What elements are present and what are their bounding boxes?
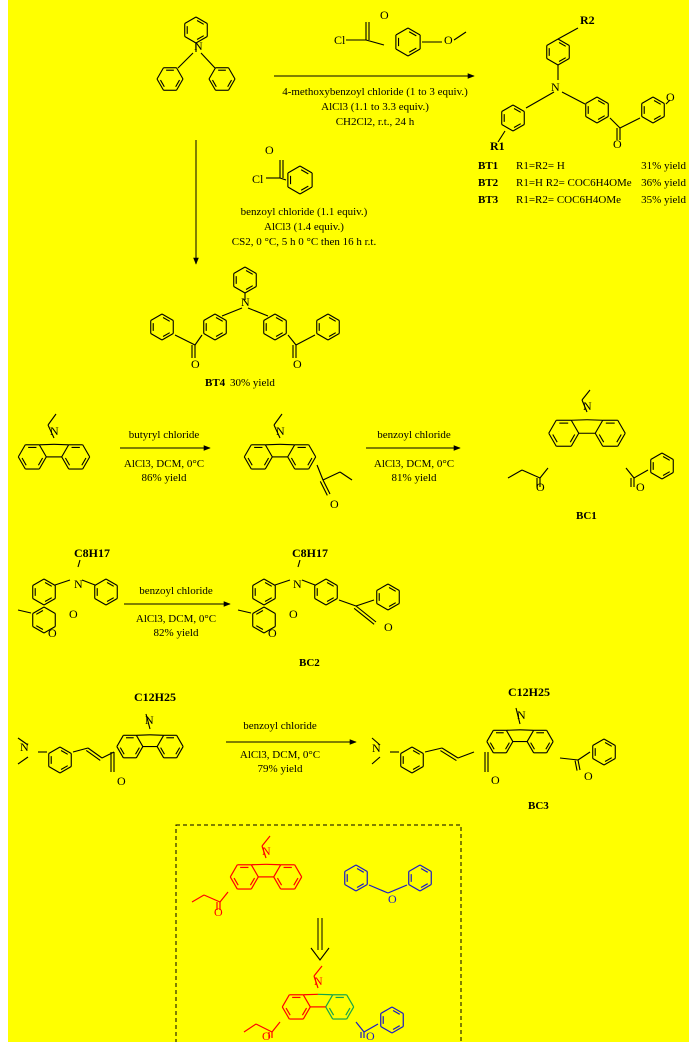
scheme3-step1-conditions: AlCl3, DCM, 0°C bbox=[124, 458, 204, 470]
scheme3-step2-reagent: benzoyl chloride bbox=[377, 429, 451, 441]
triphenylamine-reactant: N bbox=[156, 16, 236, 91]
atom-C8H17-reactant: C8H17 bbox=[74, 546, 110, 560]
scheme1-reagent-line2: AlCl3 (1.1 to 3.3 equiv.) bbox=[321, 101, 429, 113]
atom-N-bt4: N bbox=[241, 295, 250, 309]
BC1-label: BC1 bbox=[576, 510, 597, 522]
scheme2-reagent-line3: CS2, 0 °C, 5 h 0 °C then 16 h r.t. bbox=[232, 236, 377, 248]
atom-N-bc1: N bbox=[583, 399, 592, 413]
atom-O-ring-cc: O bbox=[69, 607, 78, 621]
BC1-product-structure: N O O bbox=[507, 389, 674, 494]
BT-product-structure: R2 N R1 O O bbox=[490, 13, 675, 153]
scheme4-yield: 82% yield bbox=[154, 627, 199, 639]
atom-N-bc3: N bbox=[517, 708, 526, 722]
atom-O-red: O bbox=[214, 905, 223, 919]
atom-O-bzc: O bbox=[265, 143, 274, 157]
scheme5-conditions: AlCl3, DCM, 0°C bbox=[240, 749, 320, 761]
atom-N-dimethyl: N bbox=[20, 740, 29, 754]
BT1-substituents: R1=R2= H bbox=[516, 160, 565, 172]
atom-O-bt4-left: O bbox=[191, 357, 200, 371]
atom-N-dimethyl-bc3: N bbox=[372, 741, 381, 755]
atom-R1: R1 bbox=[490, 139, 505, 153]
atom-O-carbonyl-cc: O bbox=[48, 626, 57, 640]
atom-N-red: N bbox=[262, 844, 271, 858]
BT2-yield: 36% yield bbox=[641, 177, 686, 189]
atom-O-ch: O bbox=[117, 774, 126, 788]
atom-O-carbonyl-bc2: O bbox=[268, 626, 277, 640]
atom-O-bc1-left: O bbox=[536, 480, 545, 494]
BC2-label: BC2 bbox=[299, 657, 320, 669]
design-fragment-red: N O bbox=[191, 835, 303, 919]
atom-R2: R2 bbox=[580, 13, 595, 27]
atom-N-ec: N bbox=[50, 424, 59, 438]
BC2-product-structure: C8H17 N O O O bbox=[237, 546, 400, 640]
ethylcarbazole-reactant: N bbox=[17, 413, 91, 470]
atom-N-bt: N bbox=[551, 80, 560, 94]
design-arrow bbox=[310, 918, 330, 961]
atom-C12H25-reactant: C12H25 bbox=[134, 690, 176, 704]
butyryl-carbazole-intermediate: N O bbox=[243, 413, 353, 511]
atom-N: N bbox=[194, 39, 203, 53]
scheme5-yield: 79% yield bbox=[258, 763, 303, 775]
scheme4-conditions: AlCl3, DCM, 0°C bbox=[136, 613, 216, 625]
atom-N-combined: N bbox=[314, 974, 323, 988]
atom-N-ch: N bbox=[145, 713, 154, 727]
BC3-label: BC3 bbox=[528, 800, 549, 812]
atom-O-methoxy-bt: O bbox=[666, 90, 675, 104]
atom-Cl: Cl bbox=[334, 33, 346, 47]
atom-O-combined-right: O bbox=[366, 1029, 375, 1042]
design-combined-product: N O O bbox=[243, 965, 404, 1042]
atom-O-bt4-right: O bbox=[293, 357, 302, 371]
BT2-substituents: R1=H R2= COC6H4OMe bbox=[516, 177, 632, 189]
methoxybenzoyl-chloride-reagent: Cl O O bbox=[334, 8, 467, 57]
BT4-label: BT4 bbox=[205, 377, 226, 389]
yellow-background bbox=[8, 0, 689, 1042]
atom-O-combined-left: O bbox=[262, 1029, 271, 1042]
atom-C8H17-product: C8H17 bbox=[292, 546, 328, 560]
atom-Cl-bzc: Cl bbox=[252, 172, 264, 186]
atom-O-carbonyl-bt: O bbox=[613, 137, 622, 151]
atom-O-methoxy: O bbox=[444, 33, 453, 47]
atom-O: O bbox=[380, 8, 389, 22]
scheme1-reagent-line3: CH2Cl2, r.t., 24 h bbox=[336, 116, 415, 128]
BT1-yield: 31% yield bbox=[641, 160, 686, 172]
BT3-substituents: R1=R2= COC6H4OMe bbox=[516, 194, 621, 206]
BT4-product-structure: N O O bbox=[150, 266, 340, 371]
BT3-label: BT3 bbox=[478, 194, 499, 206]
atom-O-ketone-bc2: O bbox=[384, 620, 393, 634]
BT4-yield: 30% yield bbox=[230, 377, 275, 389]
atom-O-bc1-right: O bbox=[636, 480, 645, 494]
atom-N-bc2: N bbox=[293, 577, 302, 591]
design-concept-box bbox=[175, 824, 462, 1042]
atom-N-cc: N bbox=[74, 577, 83, 591]
scheme3-step1-reagent: butyryl chloride bbox=[129, 429, 200, 441]
scheme2-reagent-line2: AlCl3 (1.4 equiv.) bbox=[264, 221, 344, 233]
scheme3-step2-yield: 81% yield bbox=[392, 472, 437, 484]
BT1-label: BT1 bbox=[478, 160, 498, 172]
BT3-yield: 35% yield bbox=[641, 194, 686, 206]
scheme5-reagent: benzoyl chloride bbox=[243, 720, 317, 732]
atom-N-bcz: N bbox=[276, 424, 285, 438]
atom-C12H25-product: C12H25 bbox=[508, 685, 550, 699]
chalcone-carbazole-reactant: C12H25 N N O bbox=[17, 690, 184, 788]
scheme4-reagent: benzoyl chloride bbox=[139, 585, 213, 597]
atom-O-blue: O bbox=[388, 892, 397, 906]
coumarin-carbazole-reactant: C8H17 N O O bbox=[17, 546, 118, 640]
atom-O-bc3-right: O bbox=[584, 769, 593, 783]
atom-O-bc3-left: O bbox=[491, 773, 500, 787]
BT-product-table: BT1 R1=R2= H 31% yield BT2 R1=H R2= COC6… bbox=[478, 160, 686, 206]
scheme3-step2-conditions: AlCl3, DCM, 0°C bbox=[374, 458, 454, 470]
design-fragment-benzophenone: O bbox=[344, 864, 432, 906]
atom-O-bcz: O bbox=[330, 497, 339, 511]
scheme1-reagent-line1: 4-methoxybenzoyl chloride (1 to 3 equiv.… bbox=[282, 86, 468, 98]
benzoyl-chloride-reagent: Cl O bbox=[252, 143, 313, 195]
BT2-label: BT2 bbox=[478, 177, 499, 189]
BC3-product-structure: C12H25 N N O O bbox=[371, 685, 616, 787]
atom-O-ring-bc2: O bbox=[289, 607, 298, 621]
scheme3-step1-yield: 86% yield bbox=[142, 472, 187, 484]
scheme2-reagent-line1: benzoyl chloride (1.1 equiv.) bbox=[241, 206, 368, 218]
